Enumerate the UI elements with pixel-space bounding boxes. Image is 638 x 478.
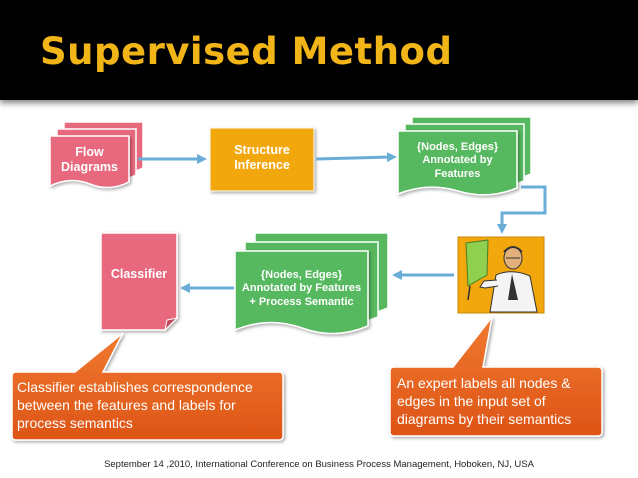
- classifier-callout-shape: [11, 332, 284, 441]
- structure-inference-node: [209, 127, 315, 192]
- annotated-features-label: {Nodes, Edges} Annotated by Features: [416, 141, 499, 180]
- annotated-semantic-node: [234, 232, 389, 335]
- expert-callout-shape: [389, 316, 603, 437]
- slide-title: Supervised Method: [40, 30, 453, 73]
- expert-presenter-icon: [457, 236, 545, 314]
- classifier-callout-text: Classifier establishes correspondence be…: [17, 379, 253, 431]
- arrow-inference-to-features: [315, 152, 397, 163]
- classifier-label: Classifier: [110, 266, 168, 281]
- annotated-features-node: [397, 116, 532, 196]
- classifier-node: [100, 232, 179, 332]
- structure-inference-label: Structure Inference: [234, 143, 290, 172]
- expert-callout-text: An expert labels all nodes & edges in th…: [397, 375, 572, 427]
- arrow-features-to-expert: [497, 185, 547, 234]
- flow-arrows: [138, 152, 547, 293]
- flow-diagrams-node: [49, 121, 144, 189]
- title-bar: Supervised Method: [0, 0, 638, 100]
- flow-diagrams-label: Flow Diagrams: [61, 145, 118, 174]
- slide-footer: September 14 ,2010, International Confer…: [104, 459, 534, 470]
- annotated-semantic-label: {Nodes, Edges} Annotated by Features + P…: [241, 269, 362, 308]
